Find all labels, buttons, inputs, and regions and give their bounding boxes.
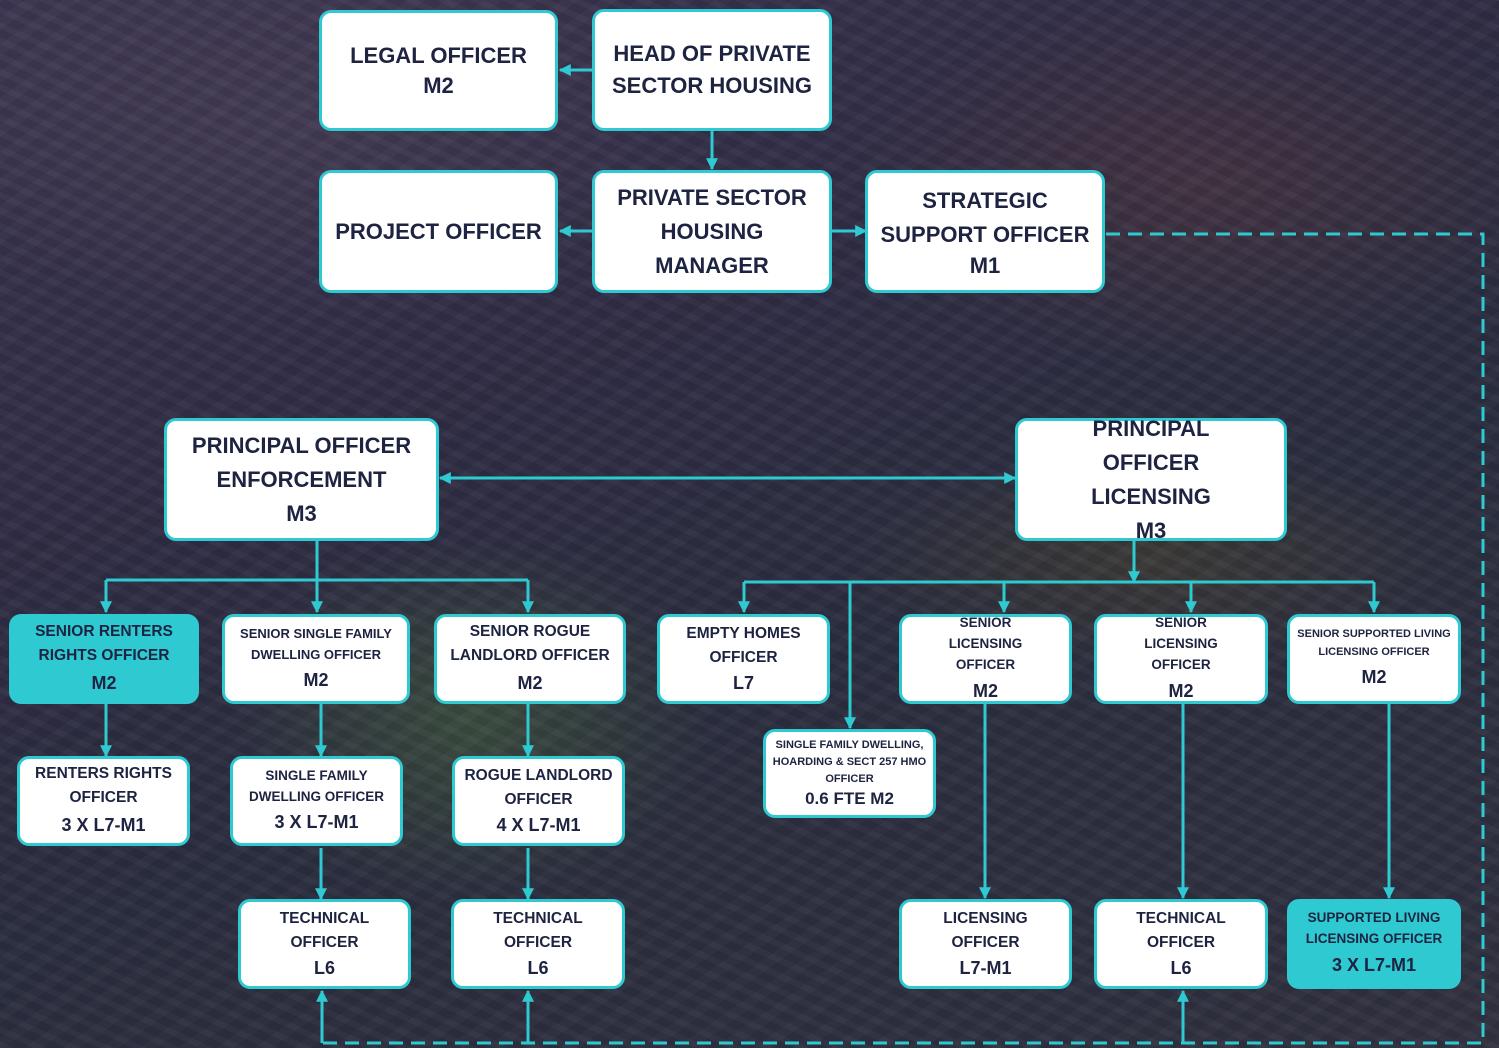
senior-renters-rights-officer-box: SENIOR RENTERS RIGHTS OFFICER M2	[9, 614, 199, 704]
box-title: PRINCIPAL OFFICER ENFORCEMENT	[191, 432, 412, 492]
single-family-dwelling-officer-box: SINGLE FAMILY DWELLING OFFICER 3 X L7-M1	[230, 756, 403, 846]
principal-officer-enforcement-box: PRINCIPAL OFFICER ENFORCEMENT M3	[164, 418, 439, 541]
box-title: HEAD OF PRIVATE SECTOR HOUSING	[611, 41, 813, 98]
renters-rights-officer-box: RENTERS RIGHTS OFFICER 3 X L7-M1	[17, 756, 190, 846]
box-title: PRINCIPAL OFFICER LICENSING	[1091, 415, 1211, 509]
empty-homes-officer-box: EMPTY HOMES OFFICER L7	[657, 614, 830, 704]
technical-officer-2-box: TECHNICAL OFFICER L6	[451, 899, 625, 989]
technical-officer-1-box: TECHNICAL OFFICER L6	[238, 899, 411, 989]
single-family-hoarding-hmo-officer-box: SINGLE FAMILY DWELLING, HOARDING & SECT …	[763, 729, 936, 818]
box-grade: 3 X L7-M1	[1331, 955, 1417, 975]
technical-officer-3-box: TECHNICAL OFFICER L6	[1094, 899, 1268, 989]
senior-licensing-officer-1-box: SENIOR LICENSING OFFICER M2	[899, 614, 1072, 704]
box-title: SENIOR SUPPORTED LIVING LICENSING OFFICE…	[1297, 628, 1451, 658]
box-grade: M2	[423, 72, 454, 98]
box-grade: L6	[313, 958, 335, 978]
box-grade: L7-M1	[959, 958, 1012, 978]
box-grade: 4 X L7-M1	[496, 815, 581, 835]
box-title: SENIOR SINGLE FAMILY DWELLING OFFICER	[240, 626, 392, 662]
box-grade: M2	[1361, 667, 1387, 687]
box-grade: 3 X L7-M1	[274, 812, 359, 832]
box-title: TECHNICAL OFFICER	[493, 910, 583, 951]
licensing-officer-box: LICENSING OFFICER L7-M1	[899, 899, 1072, 989]
supported-living-licensing-officer-box: SUPPORTED LIVING LICENSING OFFICER 3 X L…	[1287, 899, 1461, 989]
box-title: SINGLE FAMILY DWELLING OFFICER	[249, 768, 384, 804]
box-grade: L7	[732, 673, 754, 693]
box-grade: M2	[972, 680, 998, 701]
box-title: LICENSING OFFICER	[943, 910, 1028, 951]
box-title: SENIOR RENTERS RIGHTS OFFICER	[35, 623, 173, 664]
senior-licensing-officer-2-box: SENIOR LICENSING OFFICER M2	[1094, 614, 1268, 704]
box-title: PROJECT OFFICER	[335, 218, 542, 244]
box-title: SUPPORTED LIVING LICENSING OFFICER	[1305, 910, 1443, 946]
strategic-support-dashed-line	[322, 232, 1485, 1045]
box-grade: 3 X L7-M1	[61, 815, 146, 835]
box-grade: 0.6 FTE M2	[805, 789, 894, 808]
box-title: ROGUE LANDLORD OFFICER	[464, 767, 613, 808]
box-title: TECHNICAL OFFICER	[279, 910, 370, 951]
project-officer-box: PROJECT OFFICER	[319, 170, 558, 293]
box-grade: M2	[303, 670, 329, 690]
box-title: SENIOR ROGUE LANDLORD OFFICER	[450, 623, 610, 664]
box-title: EMPTY HOMES OFFICER	[686, 625, 801, 666]
box-title: PRIVATE SECTOR HOUSING MANAGER	[617, 184, 807, 278]
box-title: SENIOR LICENSING OFFICER	[1144, 614, 1218, 672]
box-title: SINGLE FAMILY DWELLING, HOARDING & SECT …	[772, 739, 927, 785]
rogue-landlord-officer-box: ROGUE LANDLORD OFFICER 4 X L7-M1	[452, 756, 625, 846]
legal-officer-box: LEGAL OFFICER M2	[319, 10, 558, 131]
private-sector-housing-manager-box: PRIVATE SECTOR HOUSING MANAGER	[592, 170, 832, 293]
enforcement-branch-line	[106, 540, 528, 582]
box-title: RENTERS RIGHTS OFFICER	[35, 765, 172, 806]
senior-single-family-dwelling-officer-box: SENIOR SINGLE FAMILY DWELLING OFFICER M2	[222, 614, 410, 704]
box-grade: L6	[527, 958, 549, 978]
licensing-branch-line	[744, 540, 1374, 584]
box-grade: M3	[286, 500, 317, 526]
box-title: LEGAL OFFICER	[350, 42, 527, 68]
box-grade: M2	[1168, 680, 1194, 701]
box-title: SENIOR LICENSING OFFICER	[948, 614, 1023, 672]
strategic-support-officer-box: STRATEGIC SUPPORT OFFICER M1	[865, 170, 1105, 293]
box-grade: M2	[517, 673, 543, 693]
senior-rogue-landlord-officer-box: SENIOR ROGUE LANDLORD OFFICER M2	[434, 614, 626, 704]
head-of-private-sector-housing-box: HEAD OF PRIVATE SECTOR HOUSING	[592, 9, 832, 131]
principal-officer-licensing-box: PRINCIPAL OFFICER LICENSING M3	[1015, 416, 1287, 543]
senior-supported-living-licensing-officer-box: SENIOR SUPPORTED LIVING LICENSING OFFICE…	[1287, 614, 1461, 704]
box-grade: M2	[91, 673, 117, 693]
box-title: STRATEGIC SUPPORT OFFICER	[880, 187, 1090, 247]
box-grade: M1	[969, 252, 1001, 278]
box-grade: L6	[1170, 958, 1192, 978]
box-grade: M3	[1135, 517, 1167, 543]
box-title: TECHNICAL OFFICER	[1136, 910, 1226, 951]
